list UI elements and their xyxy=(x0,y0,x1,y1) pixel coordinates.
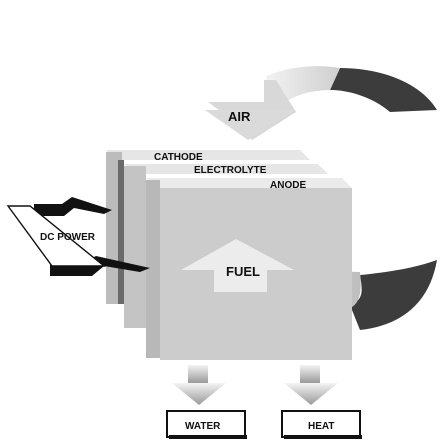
dc-power-box xyxy=(6,205,106,267)
air-arrow-dark-band xyxy=(330,68,437,112)
cathode-label: CATHODE xyxy=(154,152,203,163)
air-flow-arrow xyxy=(205,66,437,140)
fuel-up-arrow xyxy=(181,239,294,292)
anode-panel xyxy=(146,178,352,360)
electrolyte-label: ELECTROLYTE xyxy=(194,165,267,176)
air-label: AIR xyxy=(228,109,251,124)
water-label: WATER xyxy=(185,421,221,432)
lightning-bolt-top xyxy=(34,197,112,216)
water-box xyxy=(166,410,247,439)
dc-power-label: DC POWER xyxy=(40,232,96,243)
electrolyte-panel xyxy=(124,164,328,328)
anode-label: ANODE xyxy=(270,180,306,191)
fuel-label: FUEL xyxy=(226,264,260,279)
water-output-arrow xyxy=(172,365,226,405)
heat-label: HEAT xyxy=(308,421,334,432)
heat-box xyxy=(281,410,362,439)
heat-output-arrow xyxy=(284,365,338,405)
fuel-arrow-dark-band xyxy=(350,260,437,330)
